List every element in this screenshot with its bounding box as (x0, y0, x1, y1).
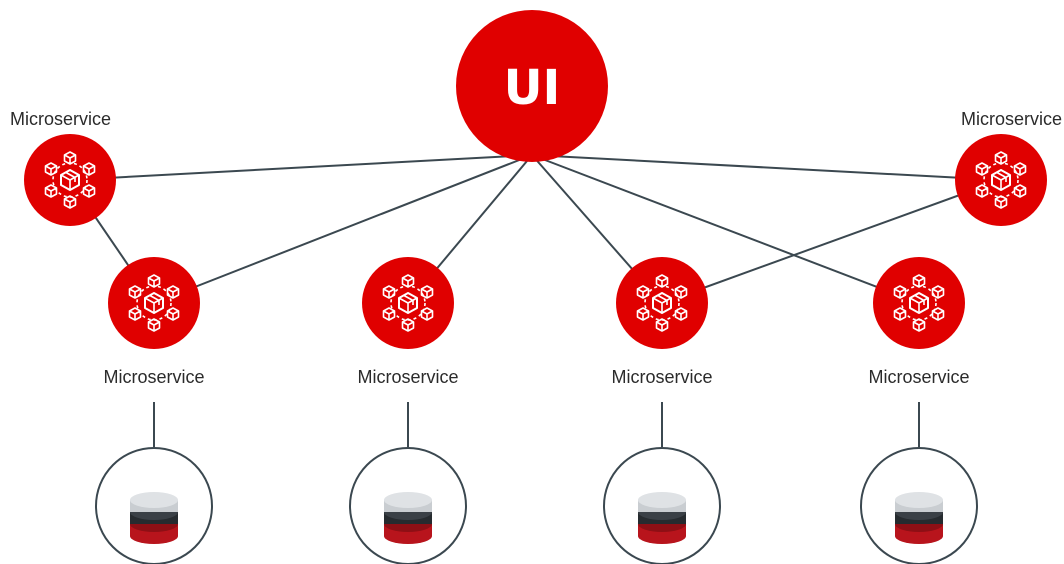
microservice-nodes (24, 134, 1047, 349)
service-label-4: Microservice (611, 367, 712, 387)
ui-node[interactable]: UI (456, 10, 608, 162)
service-label-1: Microservice (961, 109, 1062, 129)
service-label-3: Microservice (357, 367, 458, 387)
connection-ui-service-5 (531, 154, 920, 304)
service-label-0: Microservice (10, 109, 111, 129)
connection-ui-service-2 (153, 154, 533, 304)
connection-ui-service-1 (531, 154, 1002, 181)
microservice-node-1[interactable] (955, 134, 1047, 226)
database-nodes (95, 447, 978, 564)
microservice-node-5[interactable] (873, 257, 965, 349)
database-icon (638, 492, 686, 544)
connection-service-1-service-4 (661, 179, 1002, 304)
service-labels: Microservice Microservice Microservice M… (10, 109, 1062, 387)
connection-lines (69, 154, 1002, 447)
ui-label: UI (504, 60, 561, 116)
ui-hub-circle (456, 10, 608, 162)
database-icon (130, 492, 178, 544)
service-label-2: Microservice (103, 367, 204, 387)
microservice-node-0[interactable] (24, 134, 116, 226)
database-node-3[interactable] (860, 447, 978, 564)
database-icon (384, 492, 432, 544)
microservice-node-2[interactable] (108, 257, 200, 349)
database-node-1[interactable] (349, 447, 467, 564)
service-label-5: Microservice (868, 367, 969, 387)
microservice-node-4[interactable] (616, 257, 708, 349)
database-icon (895, 492, 943, 544)
connection-ui-service-0 (69, 154, 533, 181)
microservice-node-3[interactable] (362, 257, 454, 349)
database-node-0[interactable] (95, 447, 213, 564)
database-node-2[interactable] (603, 447, 721, 564)
